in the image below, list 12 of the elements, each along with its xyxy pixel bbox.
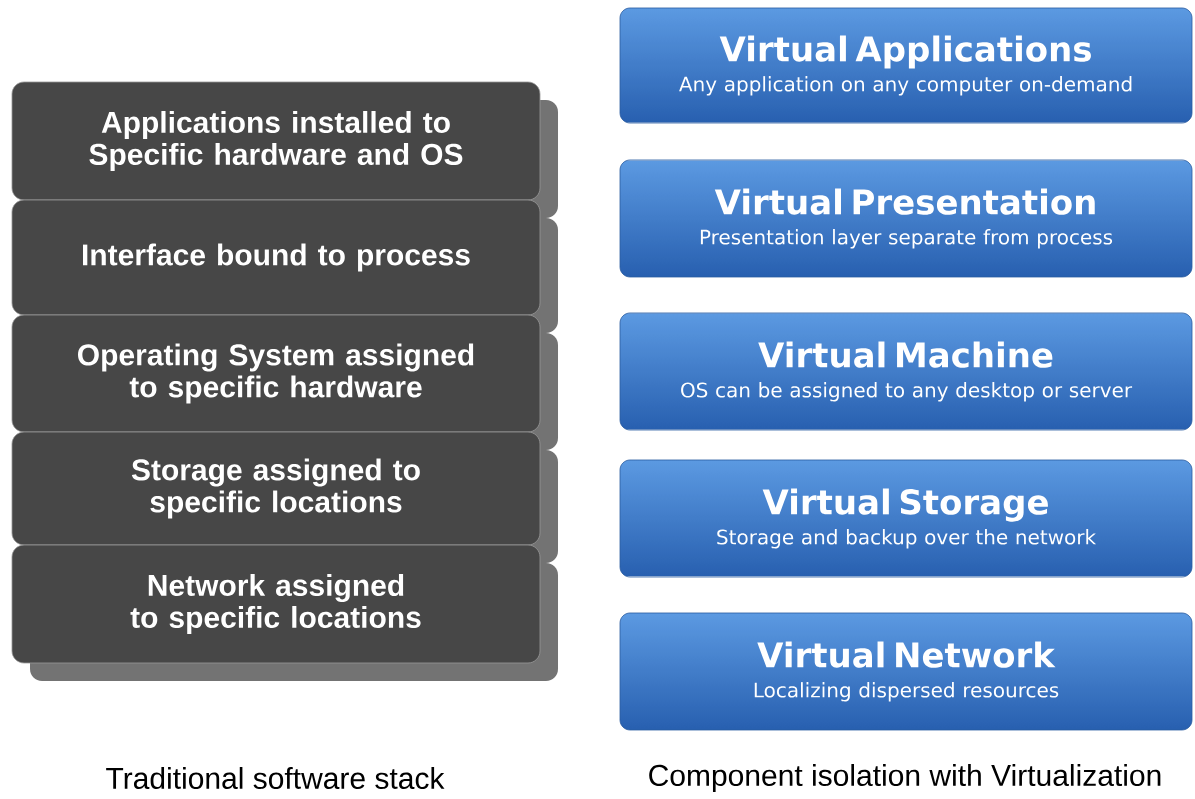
layer-box: Interface bound to process bbox=[11, 199, 558, 333]
layer-box: Network assigned to specific locations bbox=[11, 544, 558, 681]
virtual-layer-box: Virtual Machine OS can be assigned to any desktop or server bbox=[619, 312, 1193, 431]
caption: Component isolation with Virtualization bbox=[649, 764, 1161, 792]
layer-box: Applications installed to Specific hardware and OS bbox=[11, 81, 558, 218]
layer-box: Operating System assigned to specific hardware bbox=[11, 314, 558, 450]
virtual-layer-box: Virtual Network Localizing dispersed resources bbox=[619, 612, 1193, 731]
layer-box: Storage assigned to specific locations bbox=[11, 431, 558, 563]
caption: Traditional software stack bbox=[106, 767, 445, 789]
virtual-layer-box: Virtual Applications Any application on any computer on-demand bbox=[619, 7, 1193, 124]
virtual-layer-box: Virtual Storage Storage and backup over the network bbox=[619, 459, 1193, 578]
virtual-layer-box: Virtual Presentation Presentation layer separate from process bbox=[619, 159, 1193, 278]
